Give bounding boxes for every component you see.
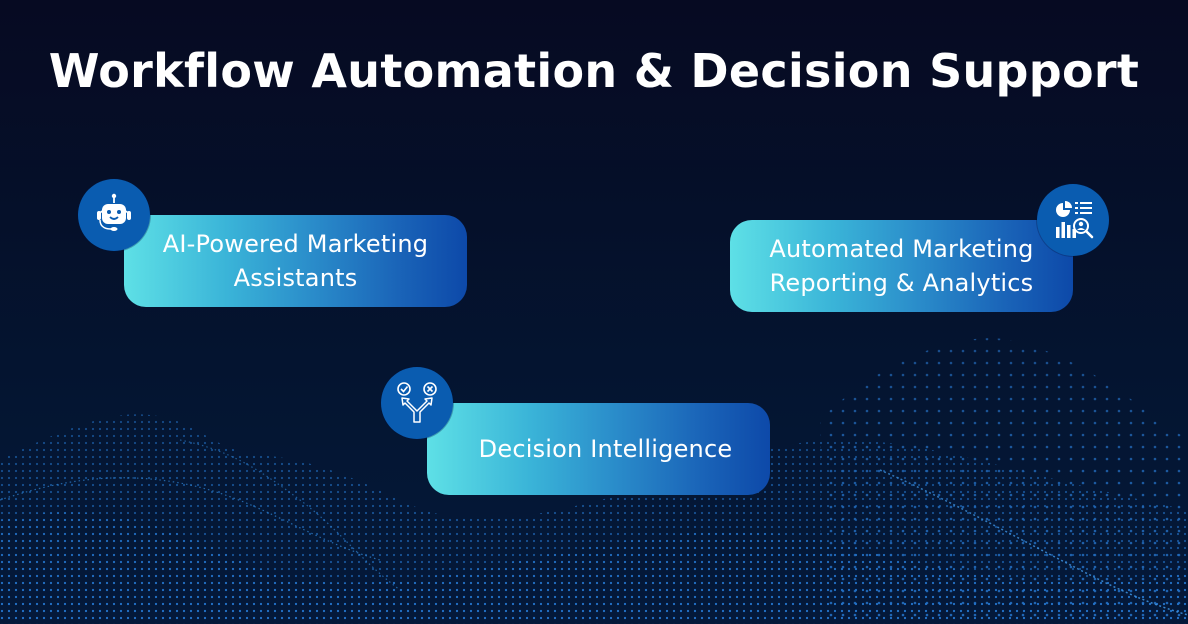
analytics-badge: [1037, 184, 1109, 256]
page-title: Workflow Automation & Decision Support: [48, 44, 1140, 98]
robot-badge: [78, 179, 150, 251]
decision-fork-icon: [397, 382, 437, 423]
card-label: Automated Marketing Reporting & Analytic…: [769, 235, 1034, 297]
analytics-report-icon: [1056, 201, 1094, 239]
robot-chatbot-icon: [97, 193, 131, 231]
card-label: Decision Intelligence: [478, 435, 733, 463]
decision-badge: [381, 367, 453, 439]
card-label: AI-Powered Marketing Assistants: [162, 230, 429, 292]
card-decision-intelligence: Decision Intelligence: [427, 403, 770, 495]
card-ai-powered-marketing-assistants: AI-Powered Marketing Assistants: [124, 215, 467, 307]
card-automated-marketing-reporting-analytics: Automated Marketing Reporting & Analytic…: [730, 220, 1073, 312]
